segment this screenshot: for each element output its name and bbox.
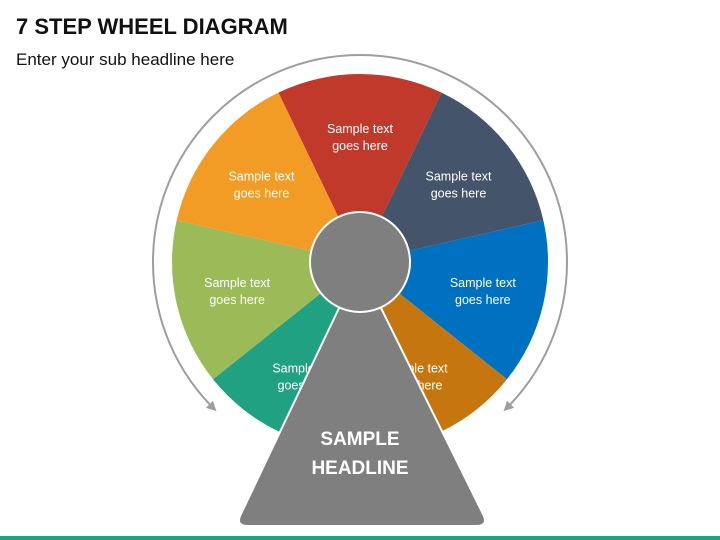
- bottom-accent-bar: [0, 536, 720, 540]
- hub-circle: [309, 211, 411, 313]
- page-title: 7 STEP WHEEL DIAGRAM: [16, 14, 288, 39]
- ring-arrow: [152, 54, 568, 412]
- page-subtitle: Enter your sub headline here: [16, 50, 235, 69]
- wheel-segment-upper-left: [176, 92, 360, 262]
- outer-ring-arrow: [152, 54, 568, 412]
- wheel-hub: [309, 211, 411, 313]
- stand-shape: [238, 305, 486, 527]
- wheel-segment-upper-right: [360, 92, 544, 262]
- wheel-segment-top: [278, 73, 442, 262]
